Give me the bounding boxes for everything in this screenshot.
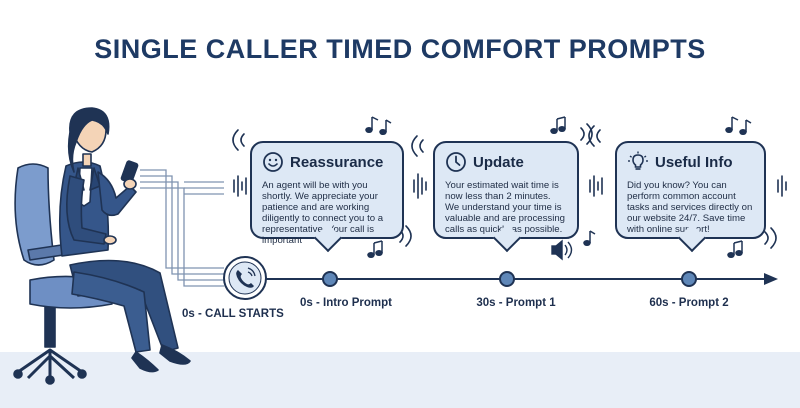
call-start-label: 0s - CALL STARTS [182, 308, 284, 320]
card-body: An agent will be with you shortly. We ap… [262, 180, 384, 246]
speaker-icon [551, 239, 573, 261]
call-start-node [223, 256, 267, 300]
smiley-icon [262, 151, 284, 173]
timeline-label-0: 0s - Intro Prompt [299, 297, 392, 309]
sound-wave-icons [232, 123, 787, 249]
phone-icon [236, 270, 254, 288]
prompt-card-update: Update Your estimated wait time is now l… [433, 141, 579, 239]
timeline-arrowhead [764, 273, 778, 285]
card-connector-lines [184, 181, 224, 195]
prompt-card-useful-info: Useful Info Did you know? You can perfor… [615, 141, 766, 239]
phone-cable-lines [140, 169, 224, 287]
card-title: Reassurance [290, 153, 384, 171]
card-title: Update [473, 153, 524, 171]
prompt-card-reassurance: Reassurance An agent will be with you sh… [250, 141, 404, 246]
card-body: Did you know? You can perform common acc… [627, 180, 753, 235]
lightbulb-icon [627, 151, 649, 173]
caller-illustration [13, 107, 191, 385]
timeline-node-2 [681, 271, 697, 287]
page-title: SINGLE CALLER TIMED COMFORT PROMPTS [94, 34, 706, 64]
card-body: Your estimated wait time is now less tha… [445, 180, 566, 235]
floor-band [0, 352, 800, 408]
timeline-node-0 [322, 271, 338, 287]
clock-icon [445, 151, 467, 173]
timeline-label-2: 60s - Prompt 2 [649, 297, 729, 309]
music-note-icons [365, 116, 752, 259]
timeline-node-1 [499, 271, 515, 287]
card-title: Useful Info [655, 153, 733, 171]
timeline-label-1: 30s - Prompt 1 [476, 297, 556, 309]
